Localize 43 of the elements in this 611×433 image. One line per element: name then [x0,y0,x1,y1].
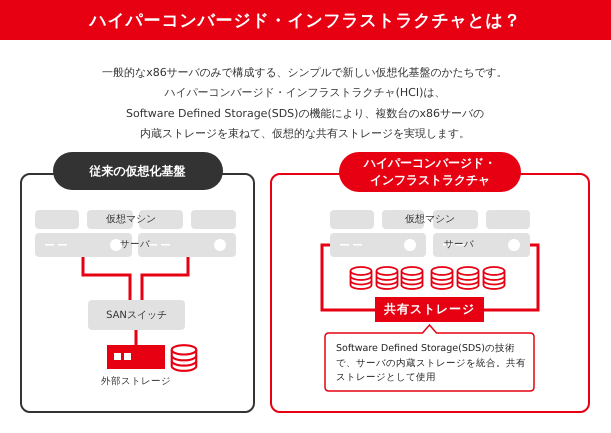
storage-unit [107,345,165,369]
connector-line [82,257,132,300]
vm-box [433,210,478,229]
connector-line [320,244,375,312]
server-box [35,233,132,257]
disk-cylinder [482,266,506,290]
component-label: 仮想マシン [405,214,455,226]
disk-cylinder [456,266,480,290]
server-box [138,233,236,257]
vm-box [382,210,424,229]
server-box [330,233,426,257]
vm-box [486,210,530,229]
component-label: 仮想マシン [106,214,156,226]
connector-line [134,330,138,345]
title-banner: ハイパーコンバージド・インフラストラクチャとは？ [0,0,611,40]
vm-box [87,210,133,229]
disk-cylinder [349,266,373,290]
component-label: サーバ [120,239,150,250]
intro-text: ハイパーコンバージド・インフラストラクチャ(HCI)は、 [164,86,446,100]
disk-cylinder [375,266,399,290]
storage-caption: 外部ストレージ [101,375,171,388]
callout-bubble [324,324,535,392]
component-label: サーバ [444,239,474,250]
vm-box [191,210,236,229]
panel-frame [20,152,255,413]
server-box [433,233,530,257]
switch-box: SANスイッチ [88,300,185,330]
connector-line [140,257,190,300]
panel-frame [270,152,590,413]
disk-cylinder [430,266,454,290]
panel-heading: ハイパーコンバージド・インフラストラクチャ [339,152,521,192]
disk-cylinder [170,344,198,372]
connector-line [484,244,540,312]
panel-heading: 従来の仮想化基盤 [52,152,222,190]
vm-box [35,210,79,229]
intro-text: 内蔵ストレージを束ねて、仮想的な共有ストレージを実現します。 [140,127,470,140]
intro-text: Software Defined Storage(SDS)の機能により、複数台のx86サーバの [126,107,484,120]
intro-text: 一般的なx86サーバのみで構成する、シンプルで新しい仮想化基盤のかたちです。 [102,66,508,80]
shared-storage-box: 共有ストレージ [375,297,484,322]
callout-text: Software Defined Storage(SDS)の技術で、サーバの内蔵ストレージを統合。共有ストレージとして使用 [336,342,527,386]
disk-cylinder [400,266,424,290]
vm-box [330,210,374,229]
vm-box [139,210,183,229]
